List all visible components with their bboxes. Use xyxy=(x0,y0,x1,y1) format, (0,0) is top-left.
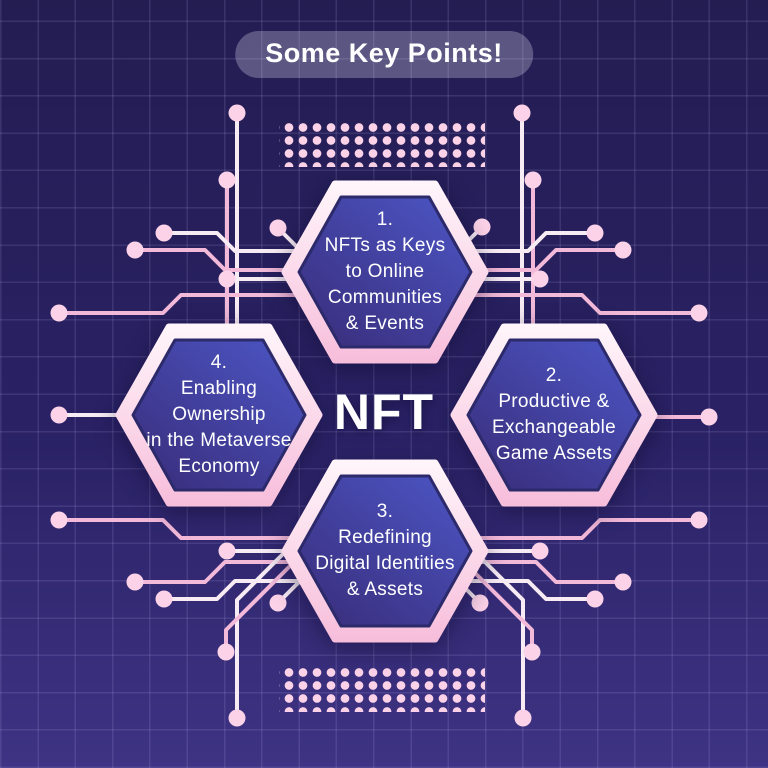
hexagon-line: Redefining xyxy=(338,527,432,548)
hexagon-line: NFTs as Keys xyxy=(324,235,446,256)
hexagon-line: Exchangeable xyxy=(491,417,617,438)
hexagon-shape xyxy=(115,323,323,507)
hexagon-text: 4. Enabling Ownership in the Metaverse E… xyxy=(119,327,319,503)
hexagon-point-4: 4. Enabling Ownership in the Metaverse E… xyxy=(115,323,323,507)
hexagon-shape xyxy=(281,459,489,643)
hexagon-number: 2. xyxy=(545,365,563,386)
center-label: NFT xyxy=(333,384,435,440)
hexagon-text: 1. NFTs as Keys to Online Communities & … xyxy=(285,184,485,360)
dot-matrix-bottom xyxy=(279,664,485,712)
hexagon-line: Digital Identities xyxy=(315,553,455,574)
hexagon-point-3: 3. Redefining Digital Identities & Asset… xyxy=(281,459,489,643)
hexagon-line: Communities xyxy=(327,287,443,308)
dot-matrix-top xyxy=(279,119,485,167)
hexagon-text: 2. Productive & Exchangeable Game Assets xyxy=(454,327,654,503)
hexagon-point-1: 1. NFTs as Keys to Online Communities & … xyxy=(281,180,489,364)
hexagon-line: Ownership xyxy=(172,404,266,425)
hexagon-number: 1. xyxy=(376,209,394,230)
page-title: Some Key Points! xyxy=(265,38,503,68)
hexagon-line: & Events xyxy=(345,313,425,334)
hexagon-point-2: 2. Productive & Exchangeable Game Assets xyxy=(450,323,658,507)
hexagon-shape xyxy=(281,180,489,364)
hexagon-shape xyxy=(450,323,658,507)
hexagon-number: 3. xyxy=(376,501,394,522)
page-title-pill: Some Key Points! xyxy=(235,31,533,78)
hexagon-line: to Online xyxy=(345,261,425,282)
hexagon-line: Enabling xyxy=(180,378,258,399)
hexagon-line: Economy xyxy=(178,456,260,477)
hexagon-text: 3. Redefining Digital Identities & Asset… xyxy=(285,463,485,639)
hexagon-line: & Assets xyxy=(346,579,424,600)
hexagon-line: in the Metaverse xyxy=(146,430,292,451)
circuit-node-dots xyxy=(50,104,718,727)
hexagon-line: Productive & xyxy=(498,391,610,412)
hexagon-number: 4. xyxy=(210,352,228,373)
hexagon-line: Game Assets xyxy=(495,443,613,464)
